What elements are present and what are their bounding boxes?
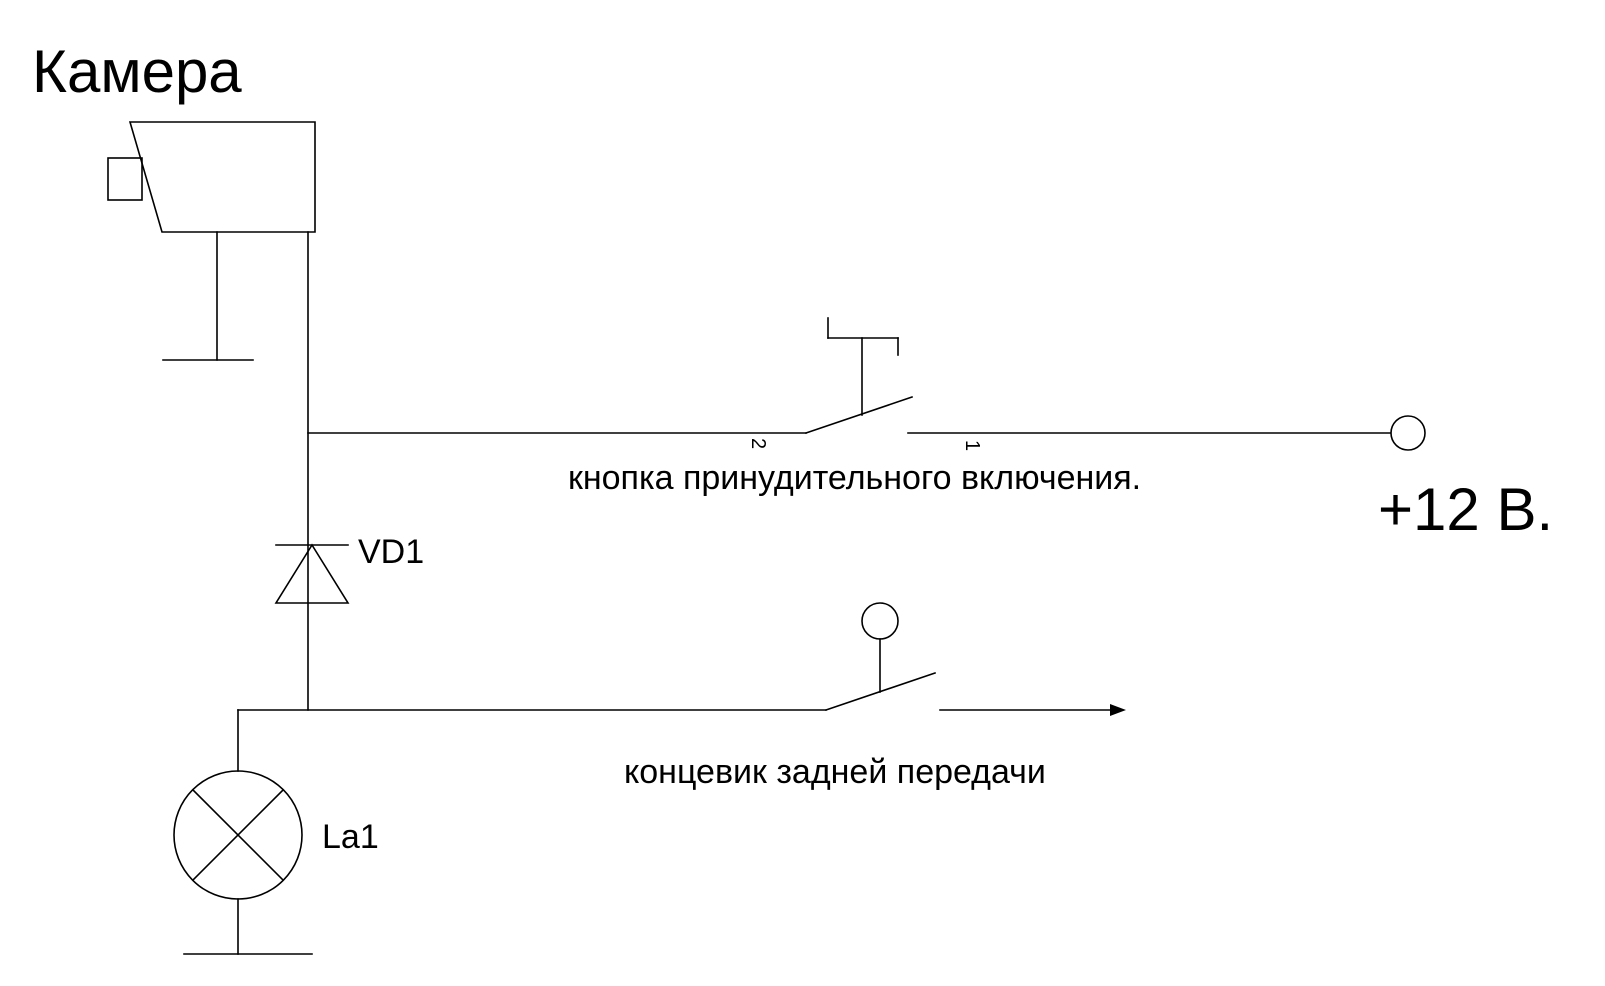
button-pin-2-label: 2 [747, 438, 769, 449]
diode-label: VD1 [358, 533, 424, 571]
lamp-label: La1 [322, 818, 379, 856]
push-button-switch [804, 317, 914, 435]
limit-switch [824, 602, 937, 712]
arrow-right-icon [939, 704, 1126, 716]
limit-switch-label: концевик задней передачи [624, 753, 1046, 791]
lamp-ground-symbol [183, 898, 313, 955]
supply-terminal [1390, 415, 1426, 451]
diode-symbol [274, 543, 350, 604]
camera-ground-symbol [162, 231, 254, 361]
supply-label: +12 В. [1378, 476, 1553, 543]
camera-icon [107, 121, 316, 233]
button-label: кнопка принудительного включения. [568, 459, 1141, 497]
button-pin-1-label: 1 [961, 440, 983, 451]
diagram-title: Камера [32, 38, 242, 105]
lamp-symbol [173, 770, 303, 900]
